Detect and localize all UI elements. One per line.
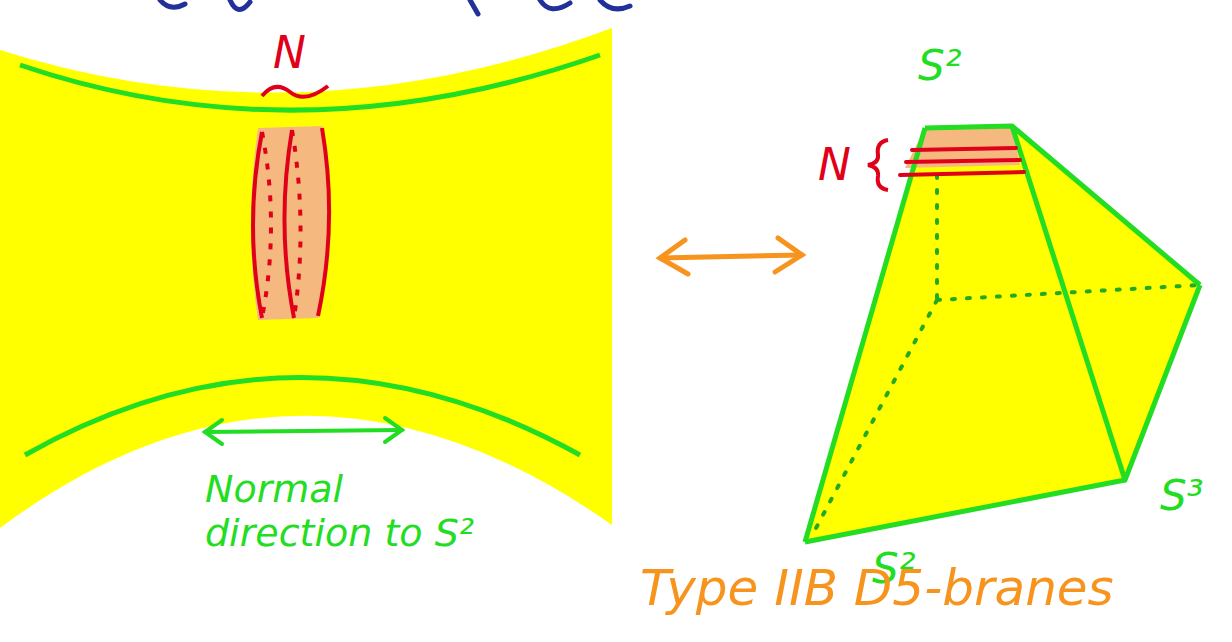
throat-lower-edge (25, 378, 580, 456)
arrow-head (660, 240, 688, 274)
hidden-edge (815, 300, 937, 530)
throat-fill (0, 28, 612, 528)
pen-stroke (470, 0, 478, 14)
brane-back-arc (262, 132, 271, 318)
pen-stroke (600, 0, 630, 9)
hidden-edge (935, 175, 939, 300)
arrow-head (385, 418, 402, 442)
arrow-shaft (205, 430, 402, 432)
brane-back-arc (292, 130, 301, 318)
brane-line (900, 172, 1024, 175)
throat-upper-edge (20, 55, 600, 110)
theory-note: Type IIB D5-branes (640, 560, 1114, 618)
axis-note: Normal direction to S² (205, 468, 505, 555)
pen-stroke (160, 0, 185, 7)
sphere-label: S³ (1160, 472, 1204, 520)
brane-arc (284, 130, 294, 318)
pyramid-edge (805, 128, 925, 542)
pyramid-edges (805, 126, 1200, 542)
arrow-head (205, 420, 222, 444)
brane-stack (900, 148, 1024, 175)
arrow-shaft (660, 255, 802, 258)
pyramid-hidden-edges (815, 175, 1200, 530)
cut-off-handwriting (160, 0, 630, 14)
brane-arc (318, 128, 329, 316)
pyramid-edge (1012, 126, 1200, 480)
pen-stroke (230, 0, 250, 10)
brane-line (912, 148, 1016, 150)
brane-count: N (818, 140, 851, 191)
brane-count-brace (262, 86, 328, 97)
brane-stack-brace (868, 140, 888, 190)
arrow-head (775, 238, 802, 272)
pen-stroke (540, 0, 570, 9)
normal-direction-arrow (205, 418, 402, 444)
brane-line (906, 160, 1020, 162)
duality-arrow (660, 238, 802, 274)
brane-count: N (273, 28, 306, 79)
sphere-label: S² (918, 42, 962, 90)
pyramid-edge (805, 480, 1125, 542)
brane-circles (253, 128, 329, 318)
pyramid-fill (805, 126, 1200, 542)
brane-arc (253, 132, 262, 318)
brane-band (251, 126, 328, 320)
